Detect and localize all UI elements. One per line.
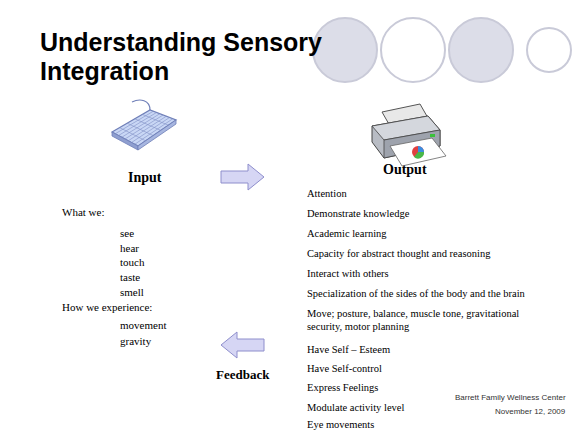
list-item: gravity xyxy=(120,334,215,348)
list-item: Attention xyxy=(307,187,562,200)
list-item: Have Self-control xyxy=(307,362,562,375)
list-item: Capacity for abstract thought and reason… xyxy=(307,247,562,260)
list-item: Express Feelings xyxy=(307,381,562,394)
block-arrow xyxy=(221,164,264,190)
input-group: InputWhat we: seeheartouchtastesmellHow w… xyxy=(55,160,220,350)
list-item: Move; posture, balance, muscle tone, gra… xyxy=(307,307,552,333)
list-item: taste xyxy=(120,270,215,284)
keyboard-icon xyxy=(112,100,176,150)
list-item: Interact with others xyxy=(307,267,562,280)
decor-circle xyxy=(527,28,571,72)
printer-icon xyxy=(372,104,446,166)
group-heading: Output xyxy=(383,162,483,178)
slide-title: Understanding Sensory Integration xyxy=(40,28,322,86)
list-item: Specialization of the sides of the body … xyxy=(307,287,565,300)
block-arrow xyxy=(221,332,264,358)
list-item: movement xyxy=(120,318,215,332)
list-item: What we: xyxy=(62,205,212,219)
list-item: smell xyxy=(120,285,215,299)
list-item: Academic learning xyxy=(307,227,562,240)
list-item: How we experience: xyxy=(62,300,212,314)
list-item: touch xyxy=(120,255,215,269)
footer-note: November 12, 2009 xyxy=(495,407,565,417)
decor-circle xyxy=(313,18,377,82)
decor-circle xyxy=(381,18,445,82)
list-item: Have Self – Esteem xyxy=(307,343,562,356)
edge-label: Feedback xyxy=(214,367,271,382)
group-heading: Input xyxy=(128,170,208,186)
list-item: see xyxy=(120,226,215,240)
output-group: OutputAttentionDemonstrate knowledgeAcad… xyxy=(265,160,570,432)
decor-circles xyxy=(313,18,571,82)
list-item: Eye movements xyxy=(307,418,562,431)
list-item: hear xyxy=(120,241,215,255)
list-item: Demonstrate knowledge xyxy=(307,207,562,220)
decor-circle xyxy=(449,18,513,82)
footer-note: Barrett Family Wellness Center xyxy=(455,393,566,403)
